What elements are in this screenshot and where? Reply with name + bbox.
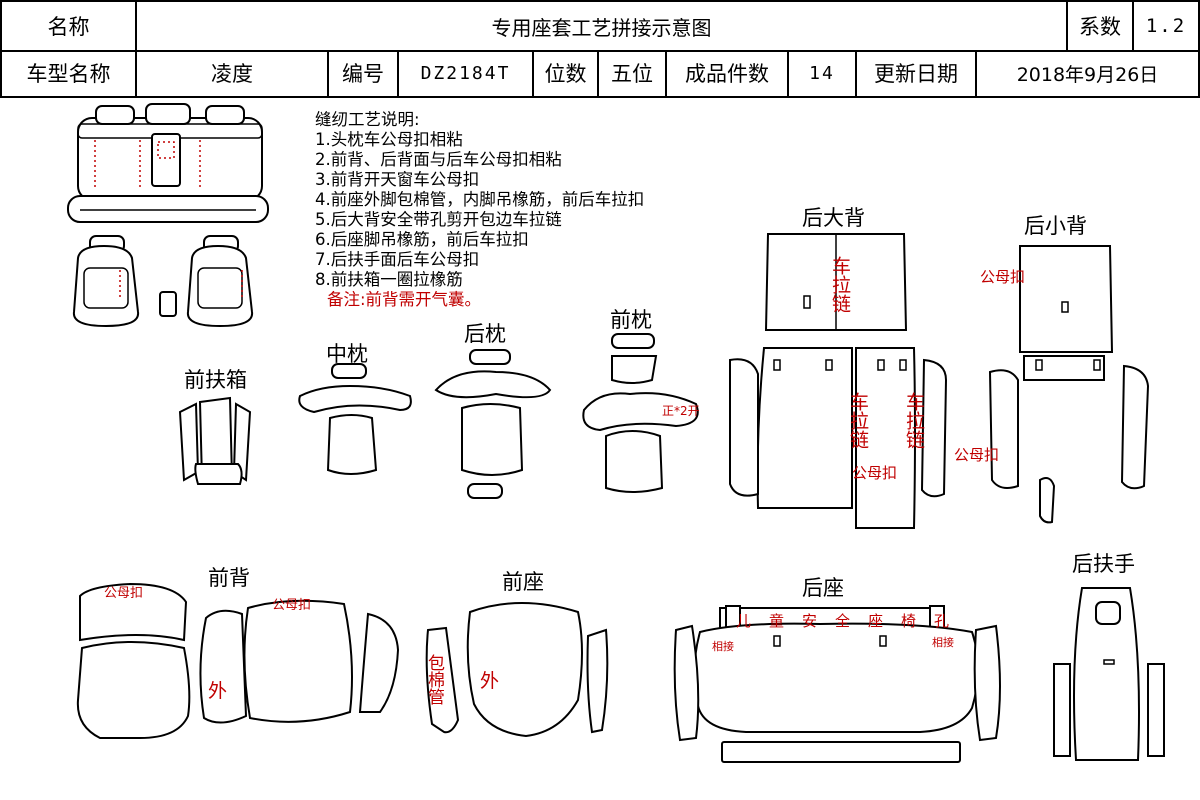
note-item: 3.前背开天窗车公母扣 [315,170,480,189]
front-seat-pieces [425,602,609,738]
front-armbox-title: 前扶箱 [184,368,247,392]
front-back-title: 前背 [208,566,250,590]
code-value: DZ2184T [399,50,534,96]
pieces-value: 14 [789,50,857,96]
middle-pillow-pieces [298,363,412,475]
note-item: 5.后大背安全带孔剪开包边车拉链 [315,210,562,229]
big-back-zipper-label: 车拉链 [829,256,851,313]
rear-pillow-pieces [434,349,552,499]
code-label: 编号 [329,50,399,96]
front-seat-foam-tube-label: 包棉管 [424,654,444,705]
header-table: 名称 专用座套工艺拼接示意图 系数 1.2 车型名称 凌度 编号 DZ2184T… [0,0,1200,98]
note-item: 8.前扶箱一圈拉橡筋 [315,270,463,289]
rear-small-back-title: 后小背 [1024,214,1087,238]
front-back-outer-label: 外 [208,680,228,702]
name-label: 名称 [2,2,137,50]
pieces-label: 成品件数 [667,50,789,96]
seat-preview-diagram [67,103,269,328]
rear-pillow-title: 后枕 [464,322,506,346]
sheet-title: 专用座套工艺拼接示意图 [137,2,1068,50]
date-value: 2018年9月26日 [1016,63,1159,86]
note-item: 2.前背、后背面与后车公母扣相粘 [315,150,562,169]
rear-armrest-title: 后扶手 [1072,552,1135,576]
seats-label: 位数 [534,50,599,96]
notes-list: 1.头枕车公母扣相粘 2.前背、后背面与后车公母扣相粘 3.前背开天窗车公母扣 … [315,130,644,290]
rear-seat-title: 后座 [802,576,844,600]
front-pillow-title: 前枕 [610,308,652,332]
front-seat-outer-label: 外 [480,670,500,692]
rear-small-back-pieces [988,245,1150,524]
notes-title: 缝纫工艺说明: [315,110,420,129]
front-back-panel-snap-label: 公母扣 [272,598,312,613]
front-back-top-snap-label: 公母扣 [104,586,144,601]
model-value: 凌度 [137,50,329,96]
sewing-notes: 缝纫工艺说明: 1.头枕车公母扣相粘 2.前背、后背面与后车公母扣相粘 3.前背… [315,110,644,310]
seats-value: 五位 [599,50,667,96]
rear-armrest-pieces [1053,587,1165,761]
middle-pillow-title: 中枕 [326,342,368,366]
big-back-zipper-label-right: 车拉链 [903,392,925,449]
front-armbox-pieces [178,396,252,485]
header-row-2: 车型名称 凌度 编号 DZ2184T 位数 五位 成品件数 14 更新日期 20… [2,50,1198,96]
rear-seat-child-seat-label: 儿童安全座椅孔 [736,612,968,630]
rear-big-back-title: 后大背 [802,206,865,230]
rear-seat-pieces [673,605,1001,763]
big-back-snap-label: 公母扣 [852,464,898,482]
front-back-pieces [76,582,400,739]
big-back-zipper-label-left: 车拉链 [847,392,869,449]
rear-seat-connect-right-label: 相接 [932,636,954,649]
front-pillow-pieces [582,333,699,493]
notes-remark: 备注:前背需开气囊。 [327,290,482,309]
model-label: 车型名称 [2,50,137,96]
coefficient-label: 系数 [1068,2,1134,50]
note-item: 4.前座外脚包棉管，内脚吊橡筋，前后车拉扣 [315,190,645,209]
header-row-1: 名称 专用座套工艺拼接示意图 系数 1.2 [2,2,1198,52]
date-label: 更新日期 [857,50,977,96]
rear-big-back-pieces [729,233,948,529]
front-pillow-note: 正*2开 [662,404,700,418]
small-back-side-snap-label: 公母扣 [954,446,1000,464]
rear-seat-connect-left-label: 相接 [712,640,734,653]
coefficient-value: 1.2 [1145,15,1187,37]
small-back-snap-label: 公母扣 [980,268,1026,286]
front-seat-title: 前座 [502,570,544,594]
note-item: 6.后座脚吊橡筋，前后车拉扣 [315,230,529,249]
note-item: 7.后扶手面后车公母扣 [315,250,480,269]
note-item: 1.头枕车公母扣相粘 [315,130,463,149]
